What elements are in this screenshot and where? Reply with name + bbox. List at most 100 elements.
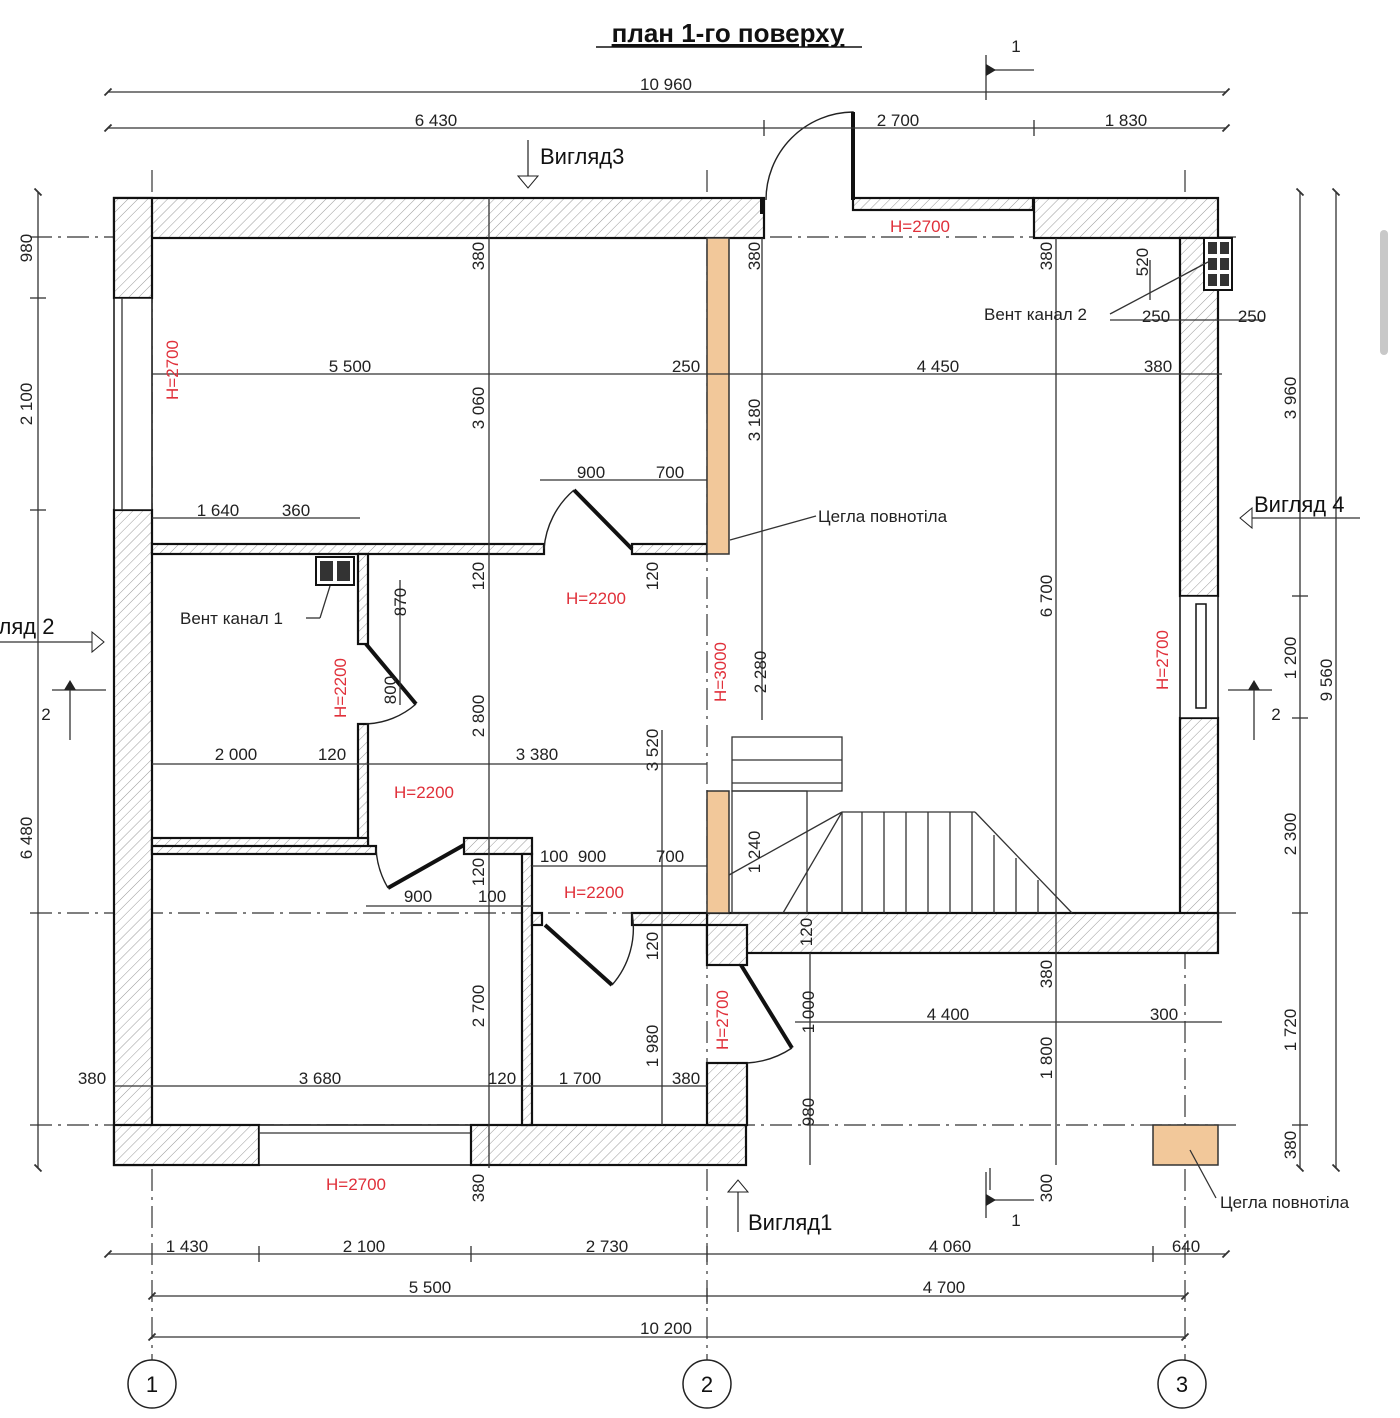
section-mark-top: 1 [985,37,1034,100]
view-marker-1: Вигляд1 [726,1179,832,1235]
staircase [728,736,1073,914]
svg-text:700: 700 [656,847,684,866]
svg-text:380: 380 [1037,960,1056,988]
section-mark-bottom: 1 [985,1172,1034,1230]
svg-text:Вигляд3: Вигляд3 [540,144,624,169]
walls [112,196,1220,1167]
axis-lines [30,170,1240,1360]
svg-text:3 180: 3 180 [745,399,764,442]
vertical-scrollbar[interactable] [1380,230,1388,355]
svg-text:2: 2 [1271,705,1280,724]
svg-text:4 450: 4 450 [917,357,960,376]
svg-text:380: 380 [1037,242,1056,270]
vent-channel-1 [315,556,355,586]
svg-text:2 700: 2 700 [469,985,488,1028]
svg-text:1 720: 1 720 [1281,1009,1300,1052]
svg-text:1 800: 1 800 [1037,1037,1056,1080]
svg-text:2: 2 [701,1372,713,1397]
svg-text:900: 900 [404,887,432,906]
vent-channel-1-label: Вент канал 1 [180,585,331,628]
svg-text:120: 120 [488,1069,516,1088]
svg-text:380: 380 [469,242,488,270]
svg-text:520: 520 [1133,248,1152,276]
svg-text:380: 380 [1281,1131,1300,1159]
svg-text:10 200: 10 200 [640,1319,692,1338]
svg-text:10 960: 10 960 [640,75,692,94]
svg-text:300: 300 [1150,1005,1178,1024]
svg-text:Цегла повнотіла: Цегла повнотіла [1220,1193,1350,1212]
svg-text:2 000: 2 000 [215,745,258,764]
svg-text:4 700: 4 700 [923,1278,966,1297]
svg-text:1 000: 1 000 [799,991,818,1034]
svg-text:250: 250 [1238,307,1266,326]
brick-label-1: Цегла повнотіла [729,507,948,541]
svg-text:1 240: 1 240 [745,831,764,874]
svg-text:3 680: 3 680 [299,1069,342,1088]
svg-text:2: 2 [41,705,50,724]
svg-text:Вигляд 4: Вигляд 4 [1254,492,1344,517]
svg-text:380: 380 [745,242,764,270]
svg-text:250: 250 [672,357,700,376]
svg-text:Цегла повнотіла: Цегла повнотіла [818,507,948,526]
axis-bubble-2: 2 [682,1359,732,1409]
view-marker-4: Вигляд 4 [1239,492,1360,530]
svg-text:380: 380 [672,1069,700,1088]
dimension-labels: 10 960 6 430 2 700 1 830 1 430 2 100 2 7… [17,75,1336,1338]
svg-text:980: 980 [17,234,36,262]
svg-text:870: 870 [391,588,410,616]
vent-channel-2 [1203,237,1233,291]
svg-text:6 430: 6 430 [415,111,458,130]
svg-text:Вент канал 2: Вент канал 2 [984,305,1087,324]
svg-text:1 430: 1 430 [166,1237,209,1256]
svg-text:3: 3 [1176,1372,1188,1397]
svg-text:380: 380 [1144,357,1172,376]
svg-text:1: 1 [1011,1211,1020,1230]
svg-text:2 300: 2 300 [1281,813,1300,856]
svg-text:100: 100 [540,847,568,866]
svg-text:1 200: 1 200 [1281,637,1300,680]
svg-text:2 700: 2 700 [877,111,920,130]
svg-text:H=2700: H=2700 [890,217,950,236]
section-mark-right: 2 [1228,680,1281,740]
svg-text:H=2200: H=2200 [566,589,626,608]
svg-text:5 500: 5 500 [409,1278,452,1297]
svg-text:100: 100 [478,887,506,906]
section-mark-left: 2 [41,680,106,740]
svg-text:900: 900 [577,463,605,482]
svg-text:H=2700: H=2700 [713,990,732,1050]
svg-text:1: 1 [1011,37,1020,56]
plan-title: план 1-го поверху [612,18,845,48]
svg-text:H=2700: H=2700 [326,1175,386,1194]
svg-text:3 960: 3 960 [1281,377,1300,420]
svg-text:360: 360 [282,501,310,520]
svg-text:Вигляд 2: Вигляд 2 [0,614,54,639]
svg-text:700: 700 [656,463,684,482]
axis-bubble-1: 1 [127,1359,177,1409]
dimension-lines [30,87,1341,1342]
view-marker-2: Вигляд 2 [0,614,105,654]
svg-text:Вигляд1: Вигляд1 [748,1210,832,1235]
axis-bubble-3: 3 [1157,1359,1207,1409]
svg-text:3 060: 3 060 [469,387,488,430]
svg-text:640: 640 [1172,1237,1200,1256]
svg-text:380: 380 [78,1069,106,1088]
svg-text:1 640: 1 640 [197,501,240,520]
svg-text:3 520: 3 520 [643,729,662,772]
svg-text:2 800: 2 800 [469,695,488,738]
svg-text:2 100: 2 100 [343,1237,386,1256]
svg-text:800: 800 [381,676,400,704]
svg-text:980: 980 [799,1098,818,1126]
svg-text:H=2200: H=2200 [394,783,454,802]
vent-channel-2-label: Вент канал 2 [984,261,1209,324]
svg-text:2 100: 2 100 [17,383,36,426]
svg-text:900: 900 [578,847,606,866]
svg-text:250: 250 [1142,307,1170,326]
svg-text:1 700: 1 700 [559,1069,602,1088]
svg-text:1 830: 1 830 [1105,111,1148,130]
svg-text:6 700: 6 700 [1037,575,1056,618]
doors [364,111,855,1064]
svg-text:1: 1 [146,1372,158,1397]
svg-text:5 500: 5 500 [329,357,372,376]
svg-text:1 980: 1 980 [643,1025,662,1068]
